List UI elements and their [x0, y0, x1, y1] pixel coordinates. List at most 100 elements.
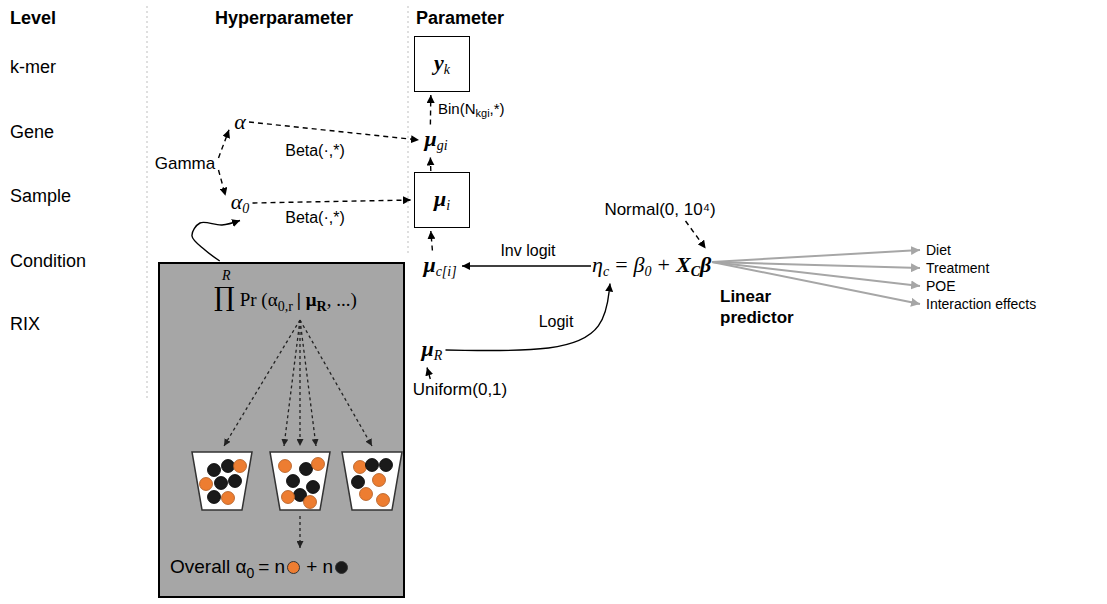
- dependency-arrow: [430, 158, 432, 172]
- text-row: μi: [434, 186, 450, 215]
- text-row: ηc=β0+XCβ: [592, 252, 711, 281]
- node-text: Normal(0, 10⁴): [604, 200, 715, 220]
- ball-symbol: [287, 561, 300, 574]
- edge-label: Inv logit: [500, 242, 555, 260]
- ball: [208, 464, 221, 477]
- text-row: α0: [231, 189, 250, 218]
- ball: [215, 477, 228, 490]
- node-text: +: [658, 252, 670, 278]
- plate-box: yk: [414, 36, 470, 92]
- label-slot: Diet: [926, 241, 951, 259]
- dependency-arrow: [446, 284, 611, 351]
- node-text: gi: [437, 138, 448, 154]
- node-text: 0: [645, 264, 652, 280]
- level-name: Sample: [10, 186, 71, 207]
- effect-arrow: [712, 262, 920, 268]
- ball: [366, 459, 379, 472]
- level-name: k-mer: [10, 57, 56, 78]
- level-name: Condition: [10, 251, 86, 272]
- ball: [294, 489, 307, 502]
- ball: [300, 463, 313, 476]
- parameter-node: μR: [420, 336, 445, 365]
- dependency-arrow: [219, 170, 226, 196]
- ball: [200, 478, 213, 491]
- effect-name: Treatment: [926, 260, 989, 276]
- prior-name: Normal(0, 10⁴): [602, 200, 718, 220]
- node-text: c[i]: [436, 264, 457, 280]
- dependency-arrow: [430, 95, 432, 125]
- text-row: μgi: [424, 126, 447, 155]
- draw-arrows: [224, 320, 372, 548]
- dependency-arrow: [192, 221, 240, 262]
- label-slot: Hyperparameter: [215, 8, 353, 29]
- node-text: Uniform(0,1): [413, 380, 507, 400]
- label-slot: ,*): [490, 100, 505, 117]
- dependency-arrow: [427, 368, 430, 380]
- node-text: η: [592, 252, 603, 278]
- urns: [192, 452, 402, 510]
- node-text: μ: [424, 126, 436, 152]
- linear-predictor: ηc=β0+XCβLinear predictor: [592, 252, 712, 281]
- balls: [200, 458, 393, 509]
- ball: [208, 491, 221, 504]
- node-text: α: [231, 189, 243, 215]
- dependency-arrow: [219, 130, 230, 158]
- column-separator: [147, 6, 148, 400]
- edge-label: Beta(·,*): [285, 142, 345, 160]
- effect-arrows: [712, 250, 920, 304]
- edge-label-slot: Logit: [539, 313, 574, 331]
- edge-label: Logit: [539, 313, 574, 331]
- node-text: =: [615, 252, 627, 278]
- distribution-label: Bin(N: [438, 100, 476, 117]
- label-slot: POE: [926, 277, 956, 295]
- node-text: = n: [258, 556, 285, 578]
- node-text: R: [222, 268, 231, 284]
- node-text: Pr (α: [240, 289, 278, 311]
- label-slot: Condition: [10, 251, 86, 272]
- column-header: Level: [10, 8, 56, 29]
- ball-symbol: [335, 561, 348, 574]
- node-text: + n: [306, 556, 333, 578]
- node-text: Gamma: [155, 154, 215, 174]
- text-row: ∏Pr (α0,r| μR, ...): [214, 282, 357, 315]
- label-slot: RIX: [10, 314, 40, 335]
- effect-name: Diet: [926, 242, 951, 258]
- column-header: Hyperparameter: [215, 8, 353, 29]
- ball: [377, 494, 390, 507]
- ball: [279, 460, 292, 473]
- text-row: Gamma: [155, 154, 215, 174]
- draw-arrow: [300, 320, 372, 446]
- text-row: Overall α0= n+ n: [170, 556, 350, 581]
- dependency-arrow: [249, 122, 419, 140]
- effect-arrow: [712, 250, 920, 262]
- effect-name: POE: [926, 278, 956, 294]
- draw-arrow: [299, 320, 300, 446]
- ball: [373, 474, 386, 487]
- label-slot: kgi: [476, 100, 490, 117]
- hyperparameter-node: α0: [229, 189, 252, 218]
- node-text: α: [234, 109, 246, 135]
- node-text: | μ: [297, 289, 317, 311]
- draw-arrow: [284, 320, 300, 446]
- ball: [304, 496, 317, 509]
- effect-name: Interaction effects: [926, 296, 1036, 312]
- label-slot: k-mer: [10, 57, 56, 78]
- edge-label-slot: Beta(·,*): [285, 142, 345, 160]
- prior-name: Gamma: [153, 154, 218, 174]
- edge-label-slot: Inv logit: [500, 242, 555, 260]
- label-slot: Sample: [10, 186, 71, 207]
- node-text: X: [676, 252, 691, 278]
- text-row: Normal(0, 10⁴): [604, 200, 715, 220]
- label-slot: Level: [10, 8, 56, 29]
- ball: [222, 492, 235, 505]
- node-text: 0: [242, 201, 249, 217]
- dependency-arrow: [686, 221, 706, 249]
- node-text: μ: [423, 252, 435, 278]
- level-name: Gene: [10, 122, 54, 143]
- dependency-arrow: [253, 200, 412, 203]
- level-name: RIX: [10, 314, 40, 335]
- label-slot: Parameter: [416, 8, 504, 29]
- text-row: Linear predictor: [720, 286, 808, 329]
